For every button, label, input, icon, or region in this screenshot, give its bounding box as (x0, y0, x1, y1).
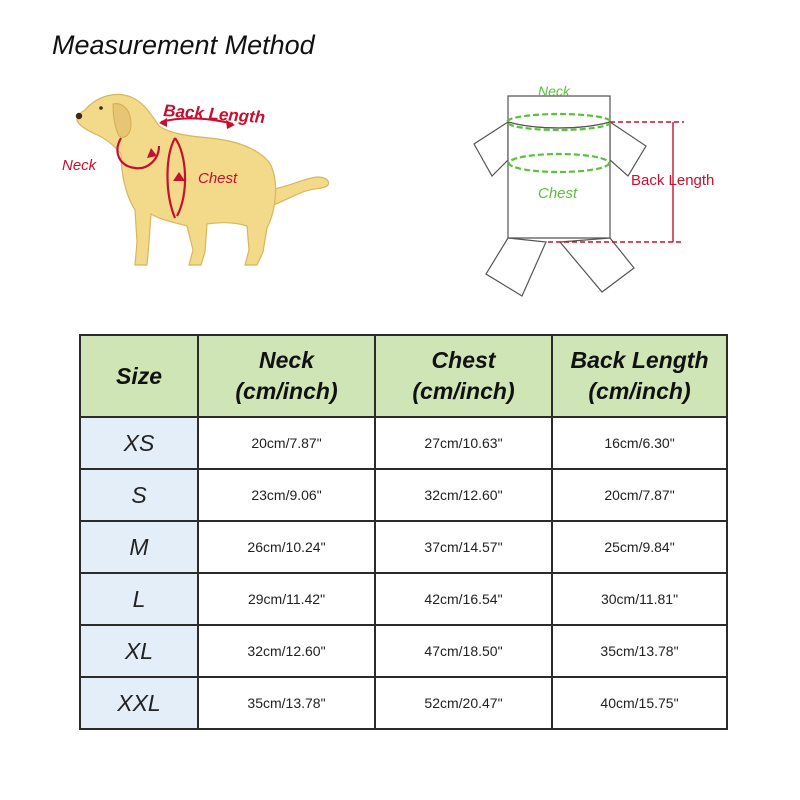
shirt-outline (473, 95, 647, 297)
table-row: XXL 35cm/13.78" 52cm/20.47" 40cm/15.75" (79, 676, 728, 730)
neck-cell: 29cm/11.42" (197, 572, 376, 626)
table-row: M 26cm/10.24" 37cm/14.57" 25cm/9.84" (79, 520, 728, 574)
shirt-measurement-diagram: Neck Chest Back Length (473, 83, 714, 297)
dog-neck-label: Neck (62, 157, 98, 174)
chest-measure-ring (507, 152, 611, 174)
chest-cell: 52cm/20.47" (374, 676, 553, 730)
shirt-neck-label: Neck (538, 83, 571, 99)
size-cell: XS (79, 416, 199, 470)
chest-measure-line (166, 137, 187, 219)
header-neck: Neck (cm/inch) (197, 334, 376, 418)
chest-cell: 32cm/12.60" (374, 468, 553, 522)
chest-cell: 42cm/16.54" (374, 572, 553, 626)
header-chest: Chest (cm/inch) (374, 334, 553, 418)
size-cell: S (79, 468, 199, 522)
page-title: Measurement Method (52, 30, 315, 60)
table-row: L 29cm/11.42" 42cm/16.54" 30cm/11.81" (79, 572, 728, 626)
header-size: Size (79, 334, 199, 418)
dog-chest-label: Chest (198, 170, 238, 187)
size-cell: XXL (79, 676, 199, 730)
header-back-length: Back Length (cm/inch) (551, 334, 728, 418)
shirt-back-length-label: Back Length (631, 172, 714, 189)
size-chart-table: Size Neck (cm/inch) Chest (cm/inch) Back… (79, 334, 728, 730)
table-header-row: Size Neck (cm/inch) Chest (cm/inch) Back… (79, 334, 728, 418)
dog-measurement-diagram: Back Length Neck Chest (62, 93, 330, 266)
back-length-cell: 20cm/7.87" (551, 468, 728, 522)
back-length-cell: 16cm/6.30" (551, 416, 728, 470)
size-cell: M (79, 520, 199, 574)
size-cell: L (79, 572, 199, 626)
chest-cell: 37cm/14.57" (374, 520, 553, 574)
shirt-chest-label: Chest (538, 185, 578, 202)
table-row: XL 32cm/12.60" 47cm/18.50" 35cm/13.78" (79, 624, 728, 678)
table-row: S 23cm/9.06" 32cm/12.60" 20cm/7.87" (79, 468, 728, 522)
neck-cell: 20cm/7.87" (197, 416, 376, 470)
neck-cell: 35cm/13.78" (197, 676, 376, 730)
chest-cell: 47cm/18.50" (374, 624, 553, 678)
neck-cell: 26cm/10.24" (197, 520, 376, 574)
back-length-label: Back Length (163, 101, 266, 127)
table-row: XS 20cm/7.87" 27cm/10.63" 16cm/6.30" (79, 416, 728, 470)
back-length-cell: 30cm/11.81" (551, 572, 728, 626)
back-length-cell: 40cm/15.75" (551, 676, 728, 730)
neck-measure-line (116, 137, 161, 170)
back-length-cell: 25cm/9.84" (551, 520, 728, 574)
neck-cell: 23cm/9.06" (197, 468, 376, 522)
back-length-cell: 35cm/13.78" (551, 624, 728, 678)
size-cell: XL (79, 624, 199, 678)
neck-cell: 32cm/12.60" (197, 624, 376, 678)
chest-cell: 27cm/10.63" (374, 416, 553, 470)
